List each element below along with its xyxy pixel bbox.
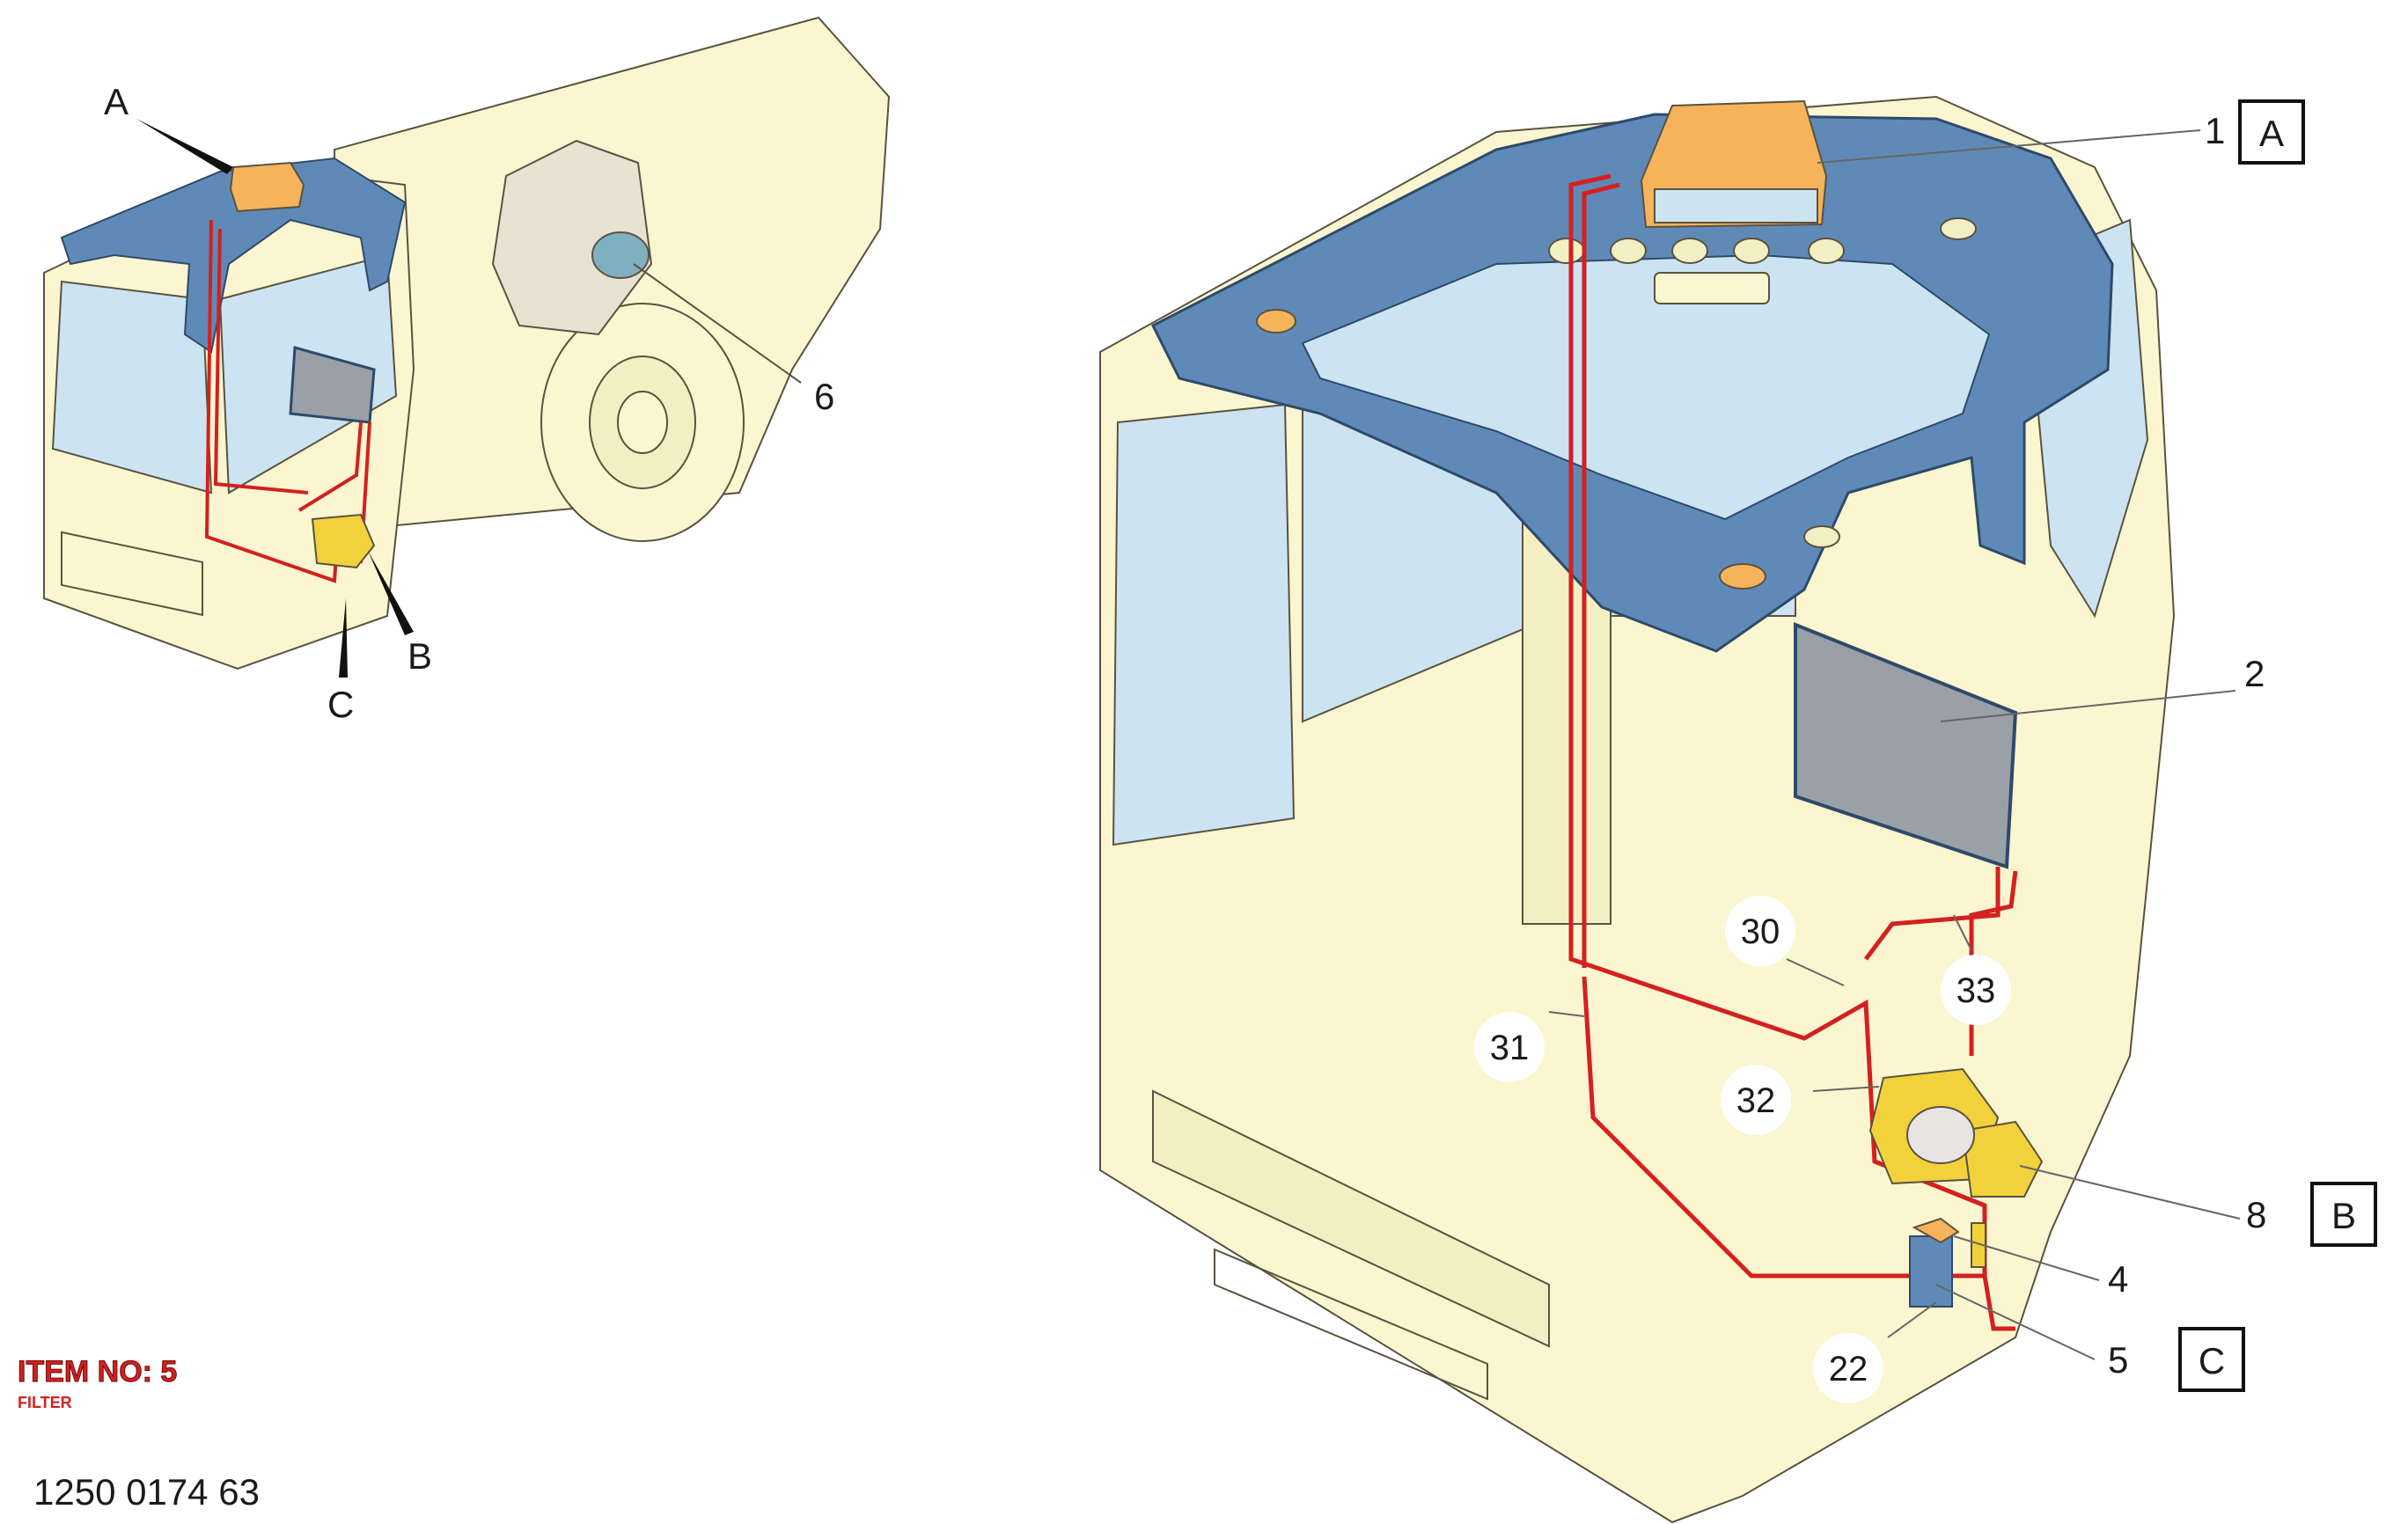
item-name: FILTER [18, 1394, 72, 1411]
overview-label-a: A [104, 81, 128, 122]
filter-drier [1909, 1217, 1960, 1308]
refrigerant-hoses [1568, 173, 2018, 1331]
engine [491, 139, 653, 336]
leader-lines [1548, 129, 2241, 1360]
part-number: 1250 0174 63 [33, 1471, 260, 1513]
cab-lower-panel [1152, 1089, 1550, 1348]
wheel [540, 303, 745, 542]
cab-roof-opening [1301, 253, 1991, 521]
callout-5: 5 [2108, 1339, 2128, 1381]
callout-22: 22 [1829, 1350, 1868, 1388]
bubble-22: 22 [1813, 1333, 1883, 1403]
engine-filter-icon [591, 231, 650, 279]
callout-2: 2 [2244, 653, 2265, 694]
cab-windshield [1112, 403, 1296, 846]
callout-31: 31 [1490, 1029, 1530, 1067]
overview-hoses [204, 219, 371, 583]
boxed-letter-b-text: B [2331, 1195, 2356, 1236]
bubble-31: 31 [1474, 1012, 1545, 1082]
bubble-32: 32 [1721, 1065, 1791, 1135]
overview-ac-unit [229, 161, 305, 213]
bubble-33: 33 [1941, 955, 2011, 1025]
boxed-letter-a: A [2238, 99, 2305, 165]
bubble-30: 30 [1725, 896, 1795, 966]
callout-1: 1 [2205, 110, 2225, 151]
callout-30: 30 [1741, 912, 1780, 951]
boxed-letter-b: B [2310, 1182, 2377, 1247]
overview-roof-frame [60, 157, 407, 354]
overview-label-c: C [327, 684, 354, 725]
callout-8: 8 [2246, 1194, 2266, 1235]
callout-33: 33 [1956, 971, 1996, 1010]
control-panel [1654, 272, 1770, 304]
overview-label-6: 6 [814, 376, 834, 417]
pointer-a [136, 119, 233, 174]
vehicle-overview: 6 A B C [43, 16, 891, 725]
roof-vents [1256, 217, 1977, 590]
boxed-letter-c-text: C [2199, 1340, 2225, 1381]
callout-4: 4 [2108, 1258, 2128, 1300]
compressor [1868, 1067, 2044, 1198]
overview-label-b: B [407, 635, 432, 677]
pointer-b [368, 551, 414, 635]
boxed-letter-a-text: A [2259, 113, 2284, 154]
pointer-c [339, 598, 348, 678]
overview-compressor [311, 513, 376, 569]
overview-windshield [51, 280, 213, 495]
item-number: ITEM NO: 5 [18, 1355, 177, 1388]
cab-detail [1099, 95, 2176, 1524]
callout-32: 32 [1736, 1081, 1776, 1120]
condenser [1794, 622, 2018, 869]
boxed-letter-c: C [2178, 1327, 2245, 1392]
